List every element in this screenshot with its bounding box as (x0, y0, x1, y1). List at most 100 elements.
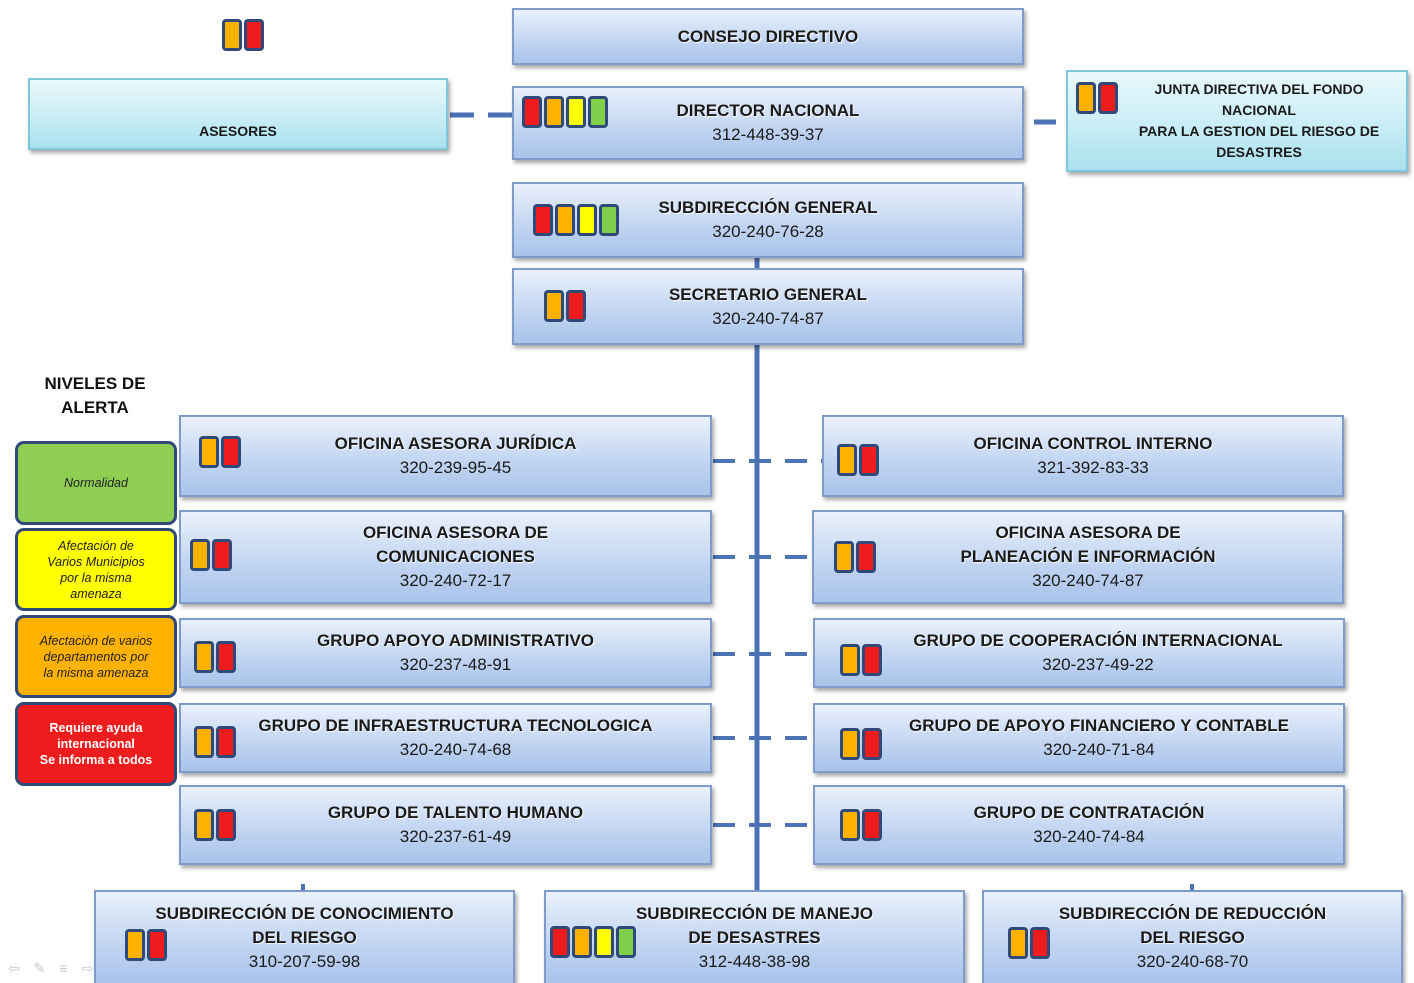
level-text: Requiere ayuda (49, 721, 143, 735)
alert-orange-square (555, 204, 575, 236)
alert-red-square (147, 929, 167, 961)
office-title-line-2: COMUNICACIONES (376, 547, 535, 566)
level-text: departamentos por (43, 649, 149, 664)
subdireccion-general-title: SUBDIRECCIÓN GENERAL (658, 198, 878, 217)
oficina-planeacion-box: OFICINA ASESORA DE PLANEACIÓN E INFORMAC… (812, 510, 1344, 604)
office-alert-indicator (194, 809, 236, 841)
secretario-general-box: SECRETARIO GENERAL 320-240-74-87 (512, 268, 1024, 345)
alert-level-normalidad: Normalidad (15, 441, 177, 525)
alert-red-square (550, 926, 570, 958)
grupo-talento-humano-box: GRUPO DE TALENTO HUMANO 320-237-61-49 (179, 785, 712, 865)
asesores-box: ASESORES (28, 78, 448, 150)
subdireccion-phone: 320-240-68-70 (1136, 951, 1249, 971)
alert-red-square (859, 444, 879, 476)
alert-red-square (522, 96, 542, 128)
alert-red-square (212, 539, 232, 571)
pen-icon[interactable]: ✎ (33, 960, 60, 976)
menu-icon[interactable]: ≡ (59, 960, 82, 976)
office-alert-indicator (194, 726, 236, 758)
alert-level-municipios: Afectación de Varios Municipios por la m… (15, 528, 177, 611)
legend-title-line-2: ALERTA (61, 398, 129, 417)
office-phone: 320-240-74-68 (399, 740, 512, 759)
alert-orange-square (194, 726, 214, 758)
alert-red-square (216, 726, 236, 758)
office-phone: 320-237-61-49 (399, 827, 512, 846)
alert-red-square (244, 19, 264, 51)
office-phone: 320-237-48-91 (399, 655, 512, 674)
subdireccion-title-line-2: DE DESASTRES (688, 927, 821, 947)
level-text: Afectación de (58, 538, 134, 553)
alert-level-departamentos: Afectación de varios departamentos por l… (15, 615, 177, 698)
director-title: DIRECTOR NACIONAL (676, 101, 860, 120)
consejo-title: CONSEJO DIRECTIVO (677, 26, 859, 46)
office-title: GRUPO DE APOYO FINANCIERO Y CONTABLE (908, 716, 1290, 735)
alert-red-square (862, 809, 882, 841)
office-title: GRUPO DE INFRAESTRUCTURA TECNOLOGICA (258, 716, 653, 735)
oficina-comunicaciones-box: OFICINA ASESORA DE COMUNICACIONES 320-24… (179, 510, 712, 604)
office-title-line-2: PLANEACIÓN E INFORMACIÓN (960, 547, 1216, 566)
office-phone: 320-240-72-17 (399, 571, 512, 590)
alert-orange-square (190, 539, 210, 571)
office-title: OFICINA ASESORA DE (362, 523, 549, 542)
director-alert-indicator (522, 96, 608, 128)
office-title: GRUPO DE TALENTO HUMANO (327, 803, 584, 822)
subdireccion-phone: 310-207-59-98 (248, 951, 361, 971)
office-phone: 320-237-49-22 (1042, 655, 1154, 674)
subdireccion-general-phone: 320-240-76-28 (712, 222, 824, 241)
level-text: amenaza (70, 586, 122, 601)
subdireccion-alert-indicator (125, 929, 167, 961)
alert-red-square (862, 644, 882, 676)
director-phone: 312-448-39-37 (712, 125, 824, 144)
office-alert-indicator (199, 436, 241, 468)
alert-red-square (533, 204, 553, 236)
office-title: GRUPO APOYO ADMINISTRATIVO (316, 631, 595, 650)
junta-line-1: JUNTA DIRECTIVA DEL FONDO (1154, 81, 1364, 97)
level-text: Afectación de varios (39, 633, 153, 648)
alert-orange-square (840, 728, 860, 760)
level-text: la misma amenaza (43, 665, 149, 680)
office-alert-indicator (194, 641, 236, 673)
slideshow-nav[interactable]: ⇦✎≡⇨ (8, 960, 107, 977)
subdireccion-reduccion-box: SUBDIRECCIÓN DE REDUCCIÓN DEL RIESGO 320… (982, 890, 1403, 983)
oficina-juridica-box: OFICINA ASESORA JURÍDICA 320-239-95-45 (179, 415, 712, 497)
level-text: Varios Municipios (47, 554, 145, 569)
alert-orange-square (199, 436, 219, 468)
alert-green-square (599, 204, 619, 236)
subdireccion-alert-indicator (550, 926, 636, 958)
junta-directiva-box: JUNTA DIRECTIVA DEL FONDO NACIONAL PARA … (1066, 70, 1408, 172)
office-phone: 320-240-71-84 (1043, 740, 1155, 759)
legend-title: NIVELES DE ALERTA (40, 372, 150, 420)
office-title: OFICINA ASESORA DE (995, 523, 1181, 542)
alert-yellow-square (594, 926, 614, 958)
junta-line-2: NACIONAL (1222, 102, 1296, 118)
legend-title-line-1: NIVELES DE (44, 374, 146, 393)
grupo-contratacion-box: GRUPO DE CONTRATACIÓN 320-240-74-84 (813, 785, 1345, 865)
alert-orange-square (572, 926, 592, 958)
previous-icon[interactable]: ⇦ (8, 960, 34, 976)
alert-red-square (221, 436, 241, 468)
office-alert-indicator (834, 541, 876, 573)
alert-orange-square (125, 929, 145, 961)
alert-orange-square (840, 644, 860, 676)
alert-orange-square (840, 809, 860, 841)
alert-red-square (1098, 82, 1118, 114)
subdireccion-title: SUBDIRECCIÓN DE REDUCCIÓN (1058, 903, 1327, 923)
subdireccion-alert-indicator (533, 204, 619, 236)
office-phone: 320-239-95-45 (399, 458, 512, 477)
office-title: GRUPO DE CONTRATACIÓN (973, 803, 1205, 822)
alert-yellow-square (566, 96, 586, 128)
alert-orange-square (194, 809, 214, 841)
next-icon[interactable]: ⇨ (81, 960, 108, 976)
office-alert-indicator (840, 809, 882, 841)
alert-red-square (856, 541, 876, 573)
alert-orange-square (1076, 82, 1096, 114)
alert-orange-square (837, 444, 857, 476)
alert-green-square (588, 96, 608, 128)
level-text: Se informa a todos (39, 753, 153, 767)
office-alert-indicator (840, 644, 882, 676)
secretario-alert-indicator (544, 290, 586, 322)
asesores-title: ASESORES (199, 123, 277, 139)
oficina-control-interno-box: OFICINA CONTROL INTERNO 321-392-83-33 (822, 415, 1344, 497)
subdireccion-title-line-2: DEL RIESGO (1140, 927, 1245, 947)
